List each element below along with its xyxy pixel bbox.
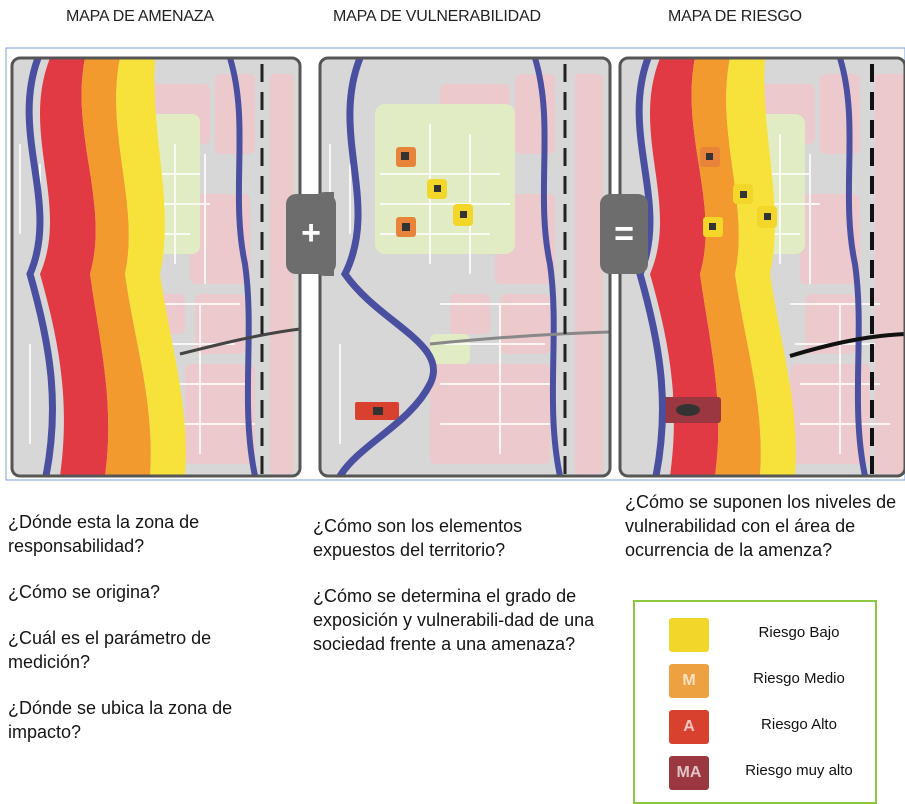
- risk-band-red: [650, 58, 719, 476]
- river-left: [337, 58, 437, 476]
- question-amenaza-1: ¿Dónde esta la zona de responsabilidad?: [8, 512, 200, 556]
- road: [429, 330, 610, 346]
- legend-label-medio: Riesgo Medio: [753, 670, 845, 687]
- equals-icon: =: [614, 215, 634, 253]
- question-vulnerabilidad-2: ¿Cómo se determina el grado de exposició…: [313, 586, 595, 654]
- questions-vulnerabilidad: ¿Cómo son los elementos expuestos del te…: [313, 514, 603, 678]
- map-riesgo: [620, 58, 905, 476]
- question-amenaza-4: ¿Dónde se ubica la zona de impacto?: [8, 698, 233, 742]
- legend-row-alto: A Riesgo Alto: [635, 704, 875, 748]
- road: [789, 332, 905, 358]
- map-riesgo-pink-blocks: [745, 74, 905, 474]
- hazard-band-red: [40, 58, 109, 476]
- equals-operator: =: [600, 194, 648, 274]
- map-amenaza: [12, 58, 300, 476]
- hazard-band-yellow: [116, 58, 186, 476]
- questions-amenaza: ¿Dónde esta la zona de responsabilidad? …: [8, 510, 278, 766]
- maps-figure: + =: [5, 47, 905, 481]
- legend-label-alto: Riesgo Alto: [761, 716, 837, 733]
- river-left: [635, 58, 667, 476]
- maps-frame: [5, 47, 905, 481]
- title-mapa-riesgo: MAPA DE RIESGO: [668, 8, 802, 25]
- question-vulnerabilidad-1: ¿Cómo son los elementos expuestos del te…: [313, 516, 523, 560]
- legend-swatch-alto: A: [669, 710, 709, 744]
- legend-swatch-medio: M: [669, 664, 709, 698]
- river-right: [532, 58, 563, 476]
- legend-swatch-bajo: [669, 618, 709, 652]
- plus-operator: +: [286, 192, 336, 276]
- legend-swatch-muy-alto: MA: [669, 756, 709, 790]
- legend-label-muy-alto: Riesgo muy alto: [745, 762, 853, 779]
- map-vulnerabilidad: [320, 58, 610, 476]
- risk-legend: Riesgo Bajo M Riesgo Medio A Riesgo Alto…: [633, 600, 877, 804]
- road: [179, 327, 300, 356]
- river-right: [837, 58, 868, 476]
- legend-row-medio: M Riesgo Medio: [635, 658, 875, 702]
- risk-band-yellow: [726, 58, 796, 476]
- legend-row-bajo: Riesgo Bajo: [635, 612, 875, 656]
- legend-row-muy-alto: MA Riesgo muy alto: [635, 750, 875, 794]
- questions-riesgo: ¿Cómo se suponen los niveles de vulnerab…: [625, 490, 905, 584]
- hazard-band-orange: [81, 58, 151, 476]
- map-vulnerabilidad-streets: [329, 124, 550, 454]
- river-left: [25, 58, 57, 476]
- river-right: [227, 58, 258, 476]
- title-mapa-vulnerabilidad: MAPA DE VULNERABILIDAD: [333, 8, 541, 25]
- title-mapa-amenaza: MAPA DE AMENAZA: [66, 8, 214, 25]
- plus-icon: +: [301, 214, 321, 252]
- question-amenaza-2: ¿Cómo se origina?: [8, 582, 161, 602]
- question-amenaza-3: ¿Cuál es el parámetro de medición?: [8, 628, 212, 672]
- question-riesgo-1: ¿Cómo se suponen los niveles de vulnerab…: [625, 492, 897, 560]
- legend-label-bajo: Riesgo Bajo: [758, 624, 840, 641]
